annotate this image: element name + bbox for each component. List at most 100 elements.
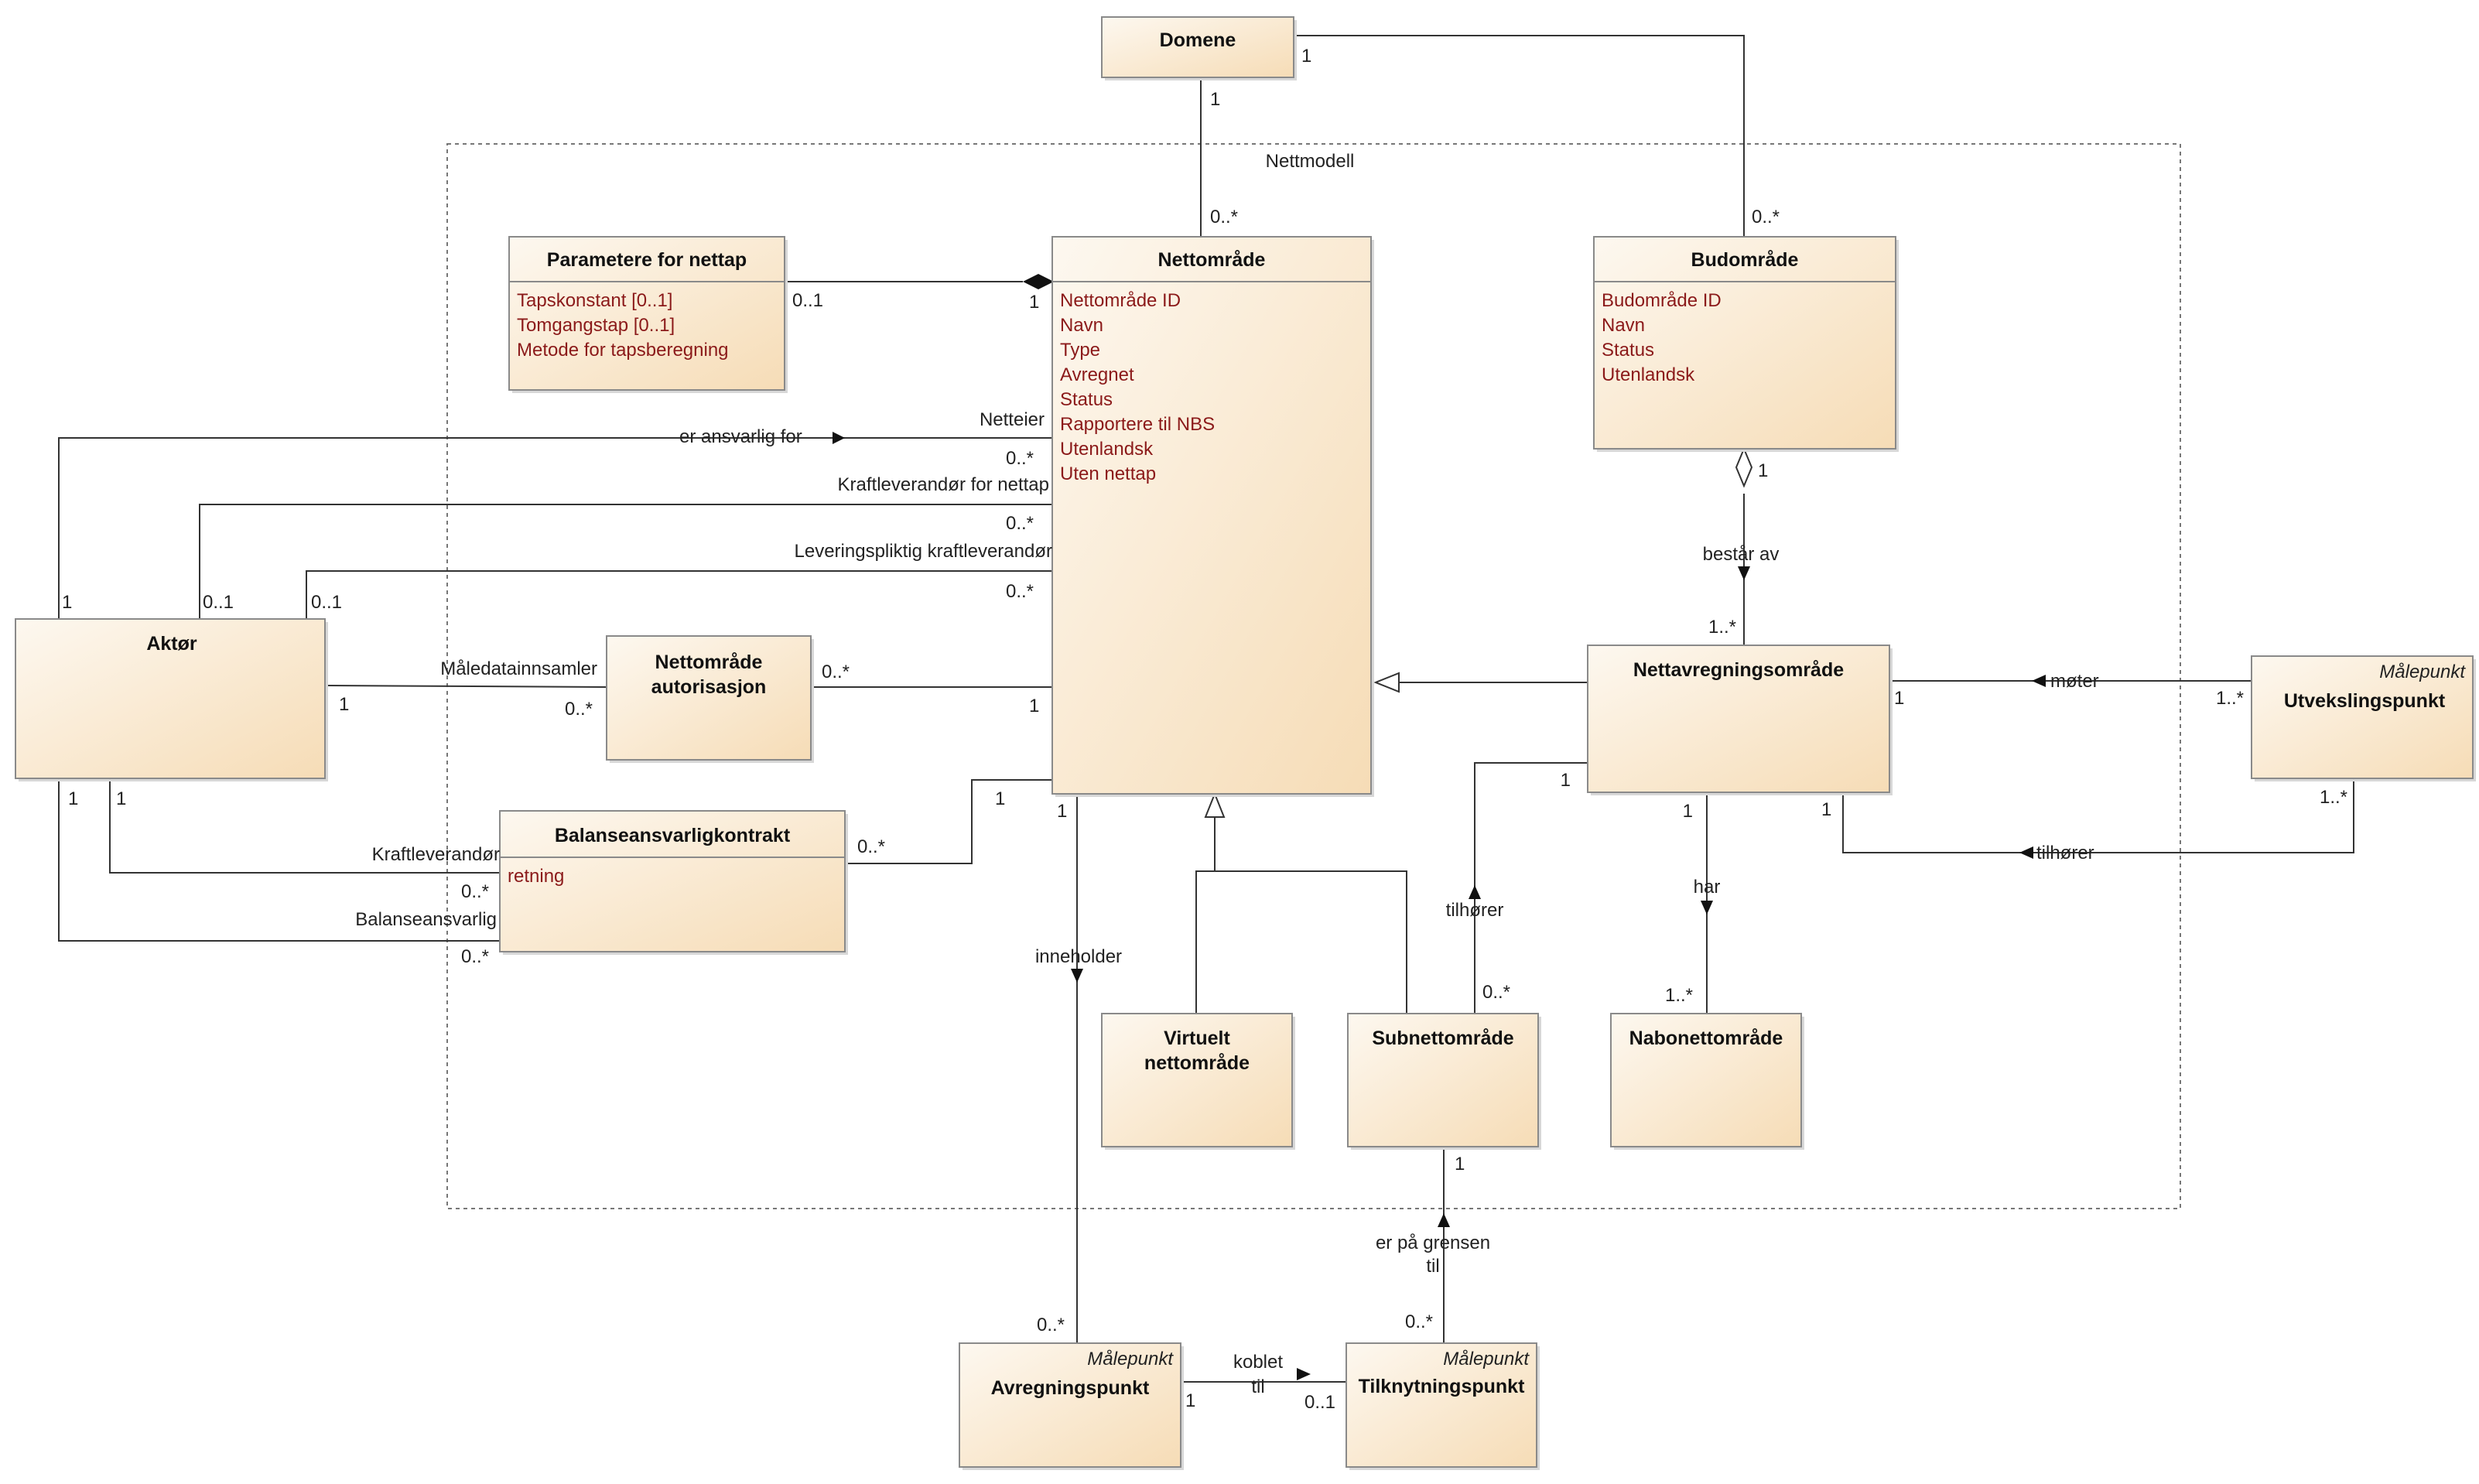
multiplicity: 0..1 [792,290,823,311]
multiplicity: 1 [1561,770,1571,791]
multiplicity: 0..* [1006,448,1034,469]
attribute: Navn [1060,315,1103,336]
arrow-tilhorer-utveksling [2019,846,2033,859]
multiplicity: 0..* [1037,1315,1065,1335]
arrow-bestar-av [1738,566,1750,580]
multiplicity: 0..* [857,836,885,857]
role-name: Måledatainnsamler [440,658,597,679]
multiplicity: 0..* [1405,1311,1433,1332]
class-subnettomrade[interactable]: Subnettområde [1347,1013,1541,1150]
class-tilknytning-stereotype: Målepunkt [1443,1349,1530,1369]
generalization-triangle-right [1373,672,1400,693]
multiplicity: 1 [1455,1154,1465,1175]
attribute: Metode for tapsberegning [517,340,729,361]
association-verb: består av [1703,544,1780,565]
arrow-inneholder [1071,969,1083,983]
class-virtuelt-name-line2: nettområde [1144,1052,1250,1074]
multiplicity: 1 [68,788,78,809]
multiplicity: 1 [1683,801,1693,822]
multiplicity: 1 [116,788,126,809]
arrow-har [1701,901,1713,915]
association-verb: har [1694,877,1721,898]
multiplicity: 0..* [461,881,489,902]
arrow-grensen [1438,1213,1450,1227]
attribute: Type [1060,340,1100,361]
class-kontrakt-name: Balanseansvarligkontrakt [555,825,791,846]
class-nettomrade[interactable]: Nettområde Nettområde ID Navn Type Avreg… [1051,236,1374,797]
multiplicity: 1..* [1708,617,1736,638]
attribute: Status [1602,340,1654,361]
attribute: Uten nettap [1060,463,1156,484]
attribute: Avregnet [1060,364,1134,385]
edge-generalization-tree [1195,817,1407,1014]
association-verb: koblet [1233,1352,1283,1373]
role-name: Leveringspliktig kraftleverandør [795,541,1052,562]
class-nabonett-name: Nabonettområde [1629,1028,1783,1049]
multiplicity: 1 [1029,696,1039,716]
multiplicity: 0..* [1482,982,1510,1003]
arrow-moter [2032,675,2046,687]
class-nettomrade-name: Nettområde [1158,249,1266,271]
multiplicity: 0..1 [311,592,342,613]
association-verb: til [1426,1256,1439,1277]
class-virtuelt-name-line1: Virtuelt [1164,1028,1230,1049]
attribute: Navn [1602,315,1645,336]
multiplicity: 0..1 [1304,1392,1335,1413]
class-tilknytningspunkt[interactable]: Målepunkt Tilknytningspunkt [1345,1342,1540,1470]
class-nettavregningsomrade[interactable]: Nettavregningsområde [1587,645,1893,795]
package-frame [446,143,2181,1209]
class-autorisasjon-name-line1: Nettområde [655,651,763,673]
attribute: Utenlandsk [1602,364,1695,385]
multiplicity: 1 [1821,799,1831,820]
class-balanseansvarligkontrakt[interactable]: Balanseansvarligkontrakt retning [499,810,848,955]
class-autorisasjon-name-line2: autorisasjon [651,676,767,698]
edge-balanseansvarlig [58,778,500,942]
class-nettomrade-autorisasjon[interactable]: Nettområde autorisasjon [606,635,814,763]
arrow-tilhorer-subnett [1469,885,1481,899]
generalization-triangle-bottom [1204,792,1226,818]
multiplicity: 0..* [565,699,593,720]
composition-diamond [1023,274,1054,289]
class-avregningspunkt[interactable]: Målepunkt Avregningspunkt [959,1342,1184,1470]
association-verb: inneholder [1035,946,1122,967]
aggregation-diamond [1735,446,1753,488]
role-name: Kraftleverandør [372,844,500,865]
attribute: Utenlandsk [1060,439,1154,460]
class-subnett-name: Subnettområde [1372,1028,1513,1049]
class-avregning-stereotype: Målepunkt [1087,1349,1174,1369]
class-budomrade[interactable]: Budområde Budområde ID Navn Status Utenl… [1593,236,1899,452]
class-utvekslingspunkt[interactable]: Målepunkt Utvekslingspunkt [2251,655,2476,781]
association-verb: tilhører [1446,900,1504,921]
class-nabonettomrade[interactable]: Nabonettområde [1610,1013,1804,1150]
class-virtuelt-nettomrade[interactable]: Virtuelt nettområde [1101,1013,1295,1150]
class-aktor[interactable]: Aktør [15,618,328,781]
class-budomrade-name: Budområde [1691,249,1799,271]
multiplicity: 0..* [461,946,489,967]
attribute: Nettområde ID [1060,290,1181,311]
edge-tilhorer-subnett [1474,762,1588,1014]
attribute: Status [1060,389,1113,410]
class-nettavregning-name: Nettavregningsområde [1633,659,1844,681]
edge-domene-budomrade [1297,35,1745,237]
class-utveksling-stereotype: Målepunkt [2379,662,2466,682]
class-parametere-for-nettap[interactable]: Parametere for nettap Tapskonstant [0..1… [508,236,788,393]
attribute: Budområde ID [1602,290,1722,311]
multiplicity: 1 [62,592,72,613]
multiplicity: 0..* [1006,513,1034,534]
association-verb: møter [2050,671,2099,692]
multiplicity: 0..* [822,662,850,682]
class-domene[interactable]: Domene [1101,16,1297,80]
multiplicity: 1 [1301,46,1311,67]
role-name: Balanseansvarlig [355,909,497,930]
edge-netteier [58,437,1052,619]
multiplicity: 1 [339,694,349,715]
class-avregning-name: Avregningspunkt [991,1377,1150,1399]
arrow-koblet [1297,1368,1311,1380]
multiplicity: 1 [1185,1390,1195,1411]
multiplicity: 1..* [1665,985,1693,1006]
edge-kraftleverandor [109,778,500,874]
multiplicity: 0..1 [203,592,234,613]
edge-leveringspliktig [306,570,1052,619]
multiplicity: 1 [1029,292,1039,313]
